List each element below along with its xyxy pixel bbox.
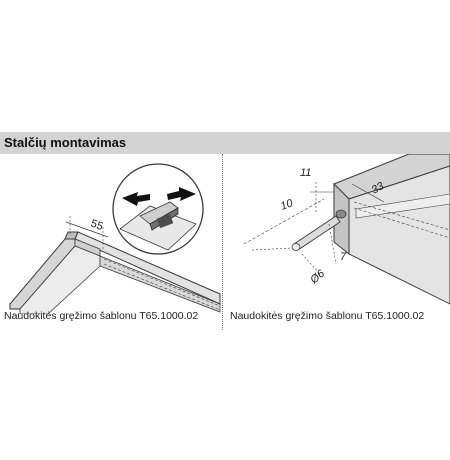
drawer-mounting-drawing: 55 [9,163,221,315]
drawer-mounting-diagram: 55 [0,154,221,315]
right-caption: Naudokitės gręžimo šablonu T65.1000.02 [230,310,425,322]
left-caption: Naudokitės gręžimo šablonu T65.1000.02 [4,310,199,322]
drawer-side-panel [74,231,221,305]
inset-rail-surface [119,205,197,251]
inset-clip-block [156,213,174,229]
dimension-label-55: 55 [89,218,105,233]
dimension-label-7: 7 [340,251,347,263]
drilled-hole [335,209,347,219]
arrow-right-icon [167,187,196,201]
rail-dashed-line-2 [353,207,450,239]
section-title: Stalčių montavimas [4,135,127,150]
dimension-line-7 [328,223,337,265]
section-header: Stalčių montavimas [0,132,450,154]
drill-template-drawing: 10 11 33 7 Ø6 [243,153,450,305]
runner-dashed-line-2 [103,263,221,311]
dowel-pin-end [291,243,301,251]
dimension-line-10 [243,198,325,245]
drill-template-diagram: 10 11 33 7 Ø6 [224,153,450,314]
dimension-line-55 [65,221,109,238]
dimension-label-10: 10 [279,197,295,213]
panel-divider [222,154,223,330]
dimension-line-33 [351,183,385,203]
inner-rail [355,193,450,219]
dimension-extension-10 [251,247,293,251]
arrow-left-icon [122,192,150,206]
dimension-label-diameter: Ø6 [307,267,327,287]
dimension-line-diameter [301,253,321,275]
rail-dashed-line-1 [353,201,450,231]
runner-dashed-line [103,258,221,307]
dimension-label-11: 11 [300,167,311,179]
dowel-pin [293,215,341,251]
